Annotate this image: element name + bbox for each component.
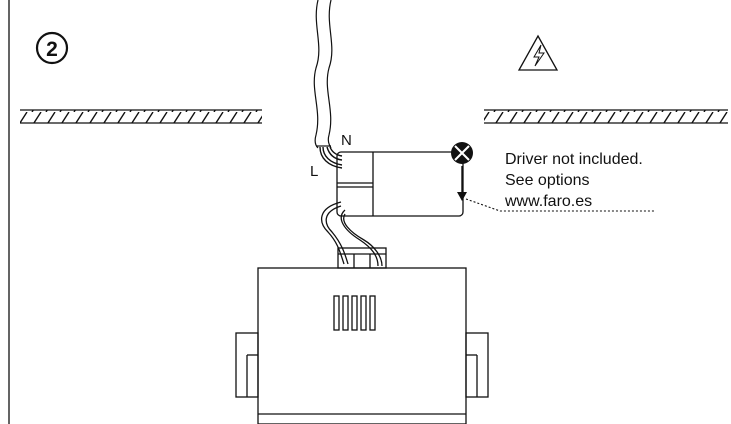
fixture-housing xyxy=(235,267,489,424)
ceiling-left xyxy=(20,109,262,124)
note-line-3: www.faro.es xyxy=(504,193,592,210)
connector-block xyxy=(337,247,387,269)
mains-cable xyxy=(313,0,343,169)
step-badge: 2 xyxy=(35,31,69,65)
leader-line xyxy=(465,198,655,212)
driver-note: Driver not included. See options www.far… xyxy=(504,151,643,210)
arrow-down-icon xyxy=(457,166,467,201)
output-wires xyxy=(321,201,383,267)
ceiling-right xyxy=(484,109,728,124)
electrical-hazard-icon xyxy=(517,34,559,71)
note-line-2: See options xyxy=(505,172,590,189)
live-wire-label: L xyxy=(310,163,318,180)
neutral-wire-label: N xyxy=(341,132,352,149)
step-number: 2 xyxy=(46,38,58,61)
note-line-1: Driver not included. xyxy=(505,151,643,168)
driver-box xyxy=(336,151,464,217)
crossed-circle-icon xyxy=(451,142,473,164)
